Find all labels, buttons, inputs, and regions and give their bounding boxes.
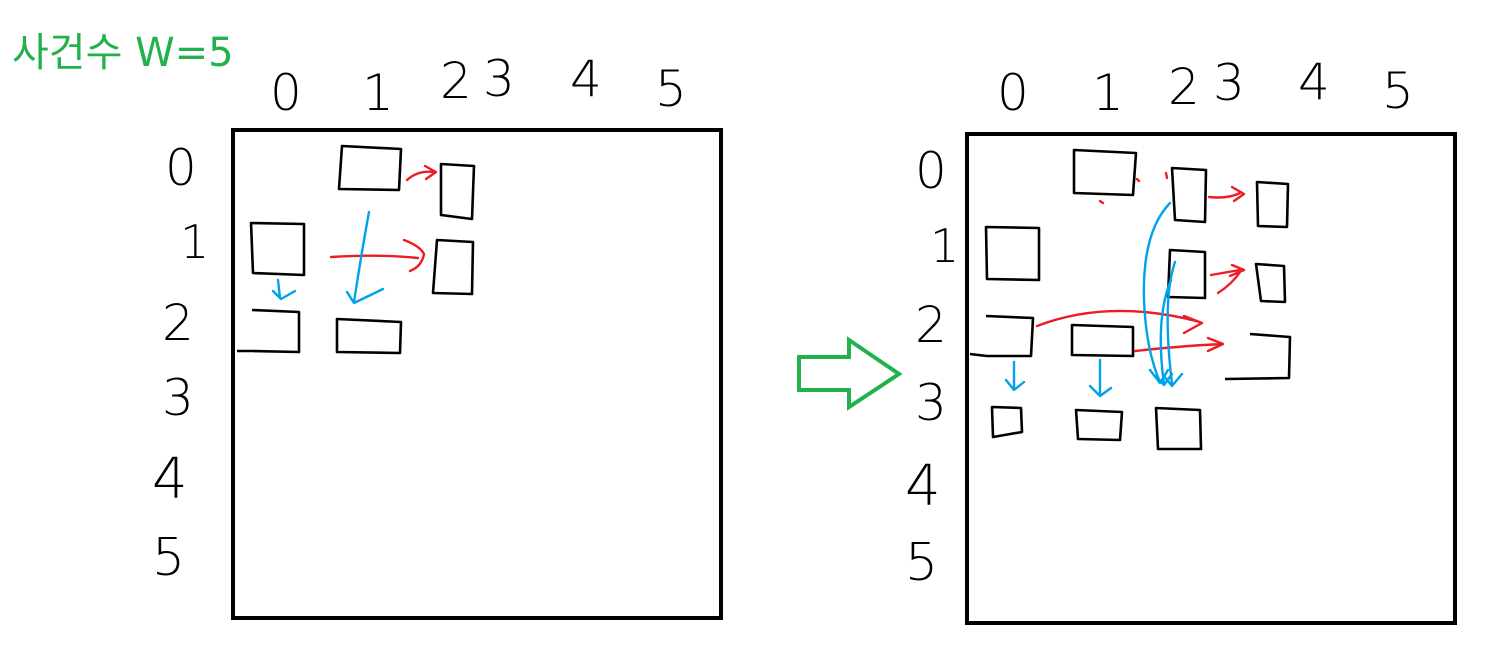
right-row-label-2: 2 [915, 296, 947, 354]
right-cell-r0-c1 [1072, 148, 1138, 197]
right-arrow-right-r2-long [1035, 309, 1204, 335]
right-arrow-outline-icon [797, 336, 903, 411]
left-col-label-5: 5 [655, 60, 687, 118]
left-row-label-4: 4 [152, 447, 188, 512]
left-row-label-0: 0 [165, 139, 197, 197]
right-row-label-3: 3 [915, 374, 947, 432]
right-col-label-3: 3 [1213, 54, 1245, 112]
right-cell-r2-c1 [1070, 323, 1135, 358]
left-row-label-2: 2 [162, 294, 194, 352]
left-cell-r2-c0 [237, 308, 301, 354]
right-board-frame [965, 132, 1457, 625]
right-arrow-down-c1 [1088, 358, 1113, 398]
left-col-labels: 0 1 2 3 4 5 [270, 50, 687, 122]
right-cell-r1-c3 [1254, 262, 1287, 304]
right-arrow-right-r0 [1207, 185, 1246, 203]
right-col-labels: 0 1 2 3 4 5 [997, 53, 1414, 122]
left-arrow-right-r1 [329, 238, 426, 273]
left-row-label-1: 1 [180, 215, 209, 269]
left-cell-r2-c1 [335, 317, 403, 355]
right-arrow-down-c2-c [1162, 260, 1184, 388]
left-arrow-right-r0 [405, 164, 438, 182]
right-row-label-4: 4 [905, 454, 941, 519]
left-cell-r1-c0 [249, 221, 306, 277]
right-cell-r3-c2 [1154, 406, 1203, 451]
right-cell-r0-c3 [1255, 180, 1290, 229]
left-col-label-0: 0 [270, 64, 302, 122]
right-cell-r2-c0 [969, 314, 1035, 358]
right-red-marks [1098, 171, 1169, 205]
right-row-label-1: 1 [930, 219, 959, 273]
left-board-frame [231, 128, 723, 620]
right-arrow-right-r2 [1133, 336, 1225, 353]
right-row-label-5: 5 [905, 533, 938, 593]
right-arrow-down-c0 [1004, 360, 1026, 392]
right-col-label-0: 0 [997, 64, 1029, 122]
right-col-label-5: 5 [1382, 62, 1414, 120]
right-row-label-0: 0 [915, 142, 947, 200]
left-col-label-2: 2 [440, 52, 472, 110]
right-cell-r3-c1 [1074, 408, 1124, 442]
left-arrow-down-c1 [345, 210, 385, 305]
right-board: 0 1 2 3 4 5 0 1 2 3 4 5 [905, 53, 1457, 625]
right-col-label-2: 2 [1168, 58, 1200, 116]
left-arrow-down-c0 [271, 278, 297, 301]
left-col-label-3: 3 [483, 50, 515, 108]
left-row-label-3: 3 [162, 369, 194, 427]
right-arrow-down-c2-b [1154, 278, 1174, 387]
left-cell-r0-c2 [439, 162, 476, 221]
left-row-labels: 0 1 2 3 4 5 [152, 139, 209, 588]
title: 사건수 W=5 [12, 30, 234, 76]
right-cell-r0-c2 [1170, 166, 1208, 224]
right-row-labels: 0 1 2 3 4 5 [905, 142, 959, 593]
right-col-label-4: 4 [1298, 53, 1330, 111]
right-cell-r1-c0 [984, 225, 1041, 282]
left-cell-r0-c1 [337, 144, 403, 192]
left-col-label-4: 4 [570, 50, 602, 108]
right-cell-r2-c3 [1224, 332, 1292, 381]
left-board: 0 1 2 3 4 5 0 1 2 3 4 5 [152, 50, 723, 620]
right-cell-r1-c2 [1166, 248, 1207, 300]
right-col-label-1: 1 [1092, 64, 1124, 122]
left-row-label-5: 5 [152, 528, 185, 588]
right-arrow-down-c2-a [1142, 201, 1172, 385]
right-arrow-right-r1 [1209, 263, 1246, 295]
right-cell-r3-c0 [990, 405, 1024, 439]
left-col-label-1: 1 [362, 64, 394, 122]
left-cell-r1-c2 [431, 238, 475, 296]
